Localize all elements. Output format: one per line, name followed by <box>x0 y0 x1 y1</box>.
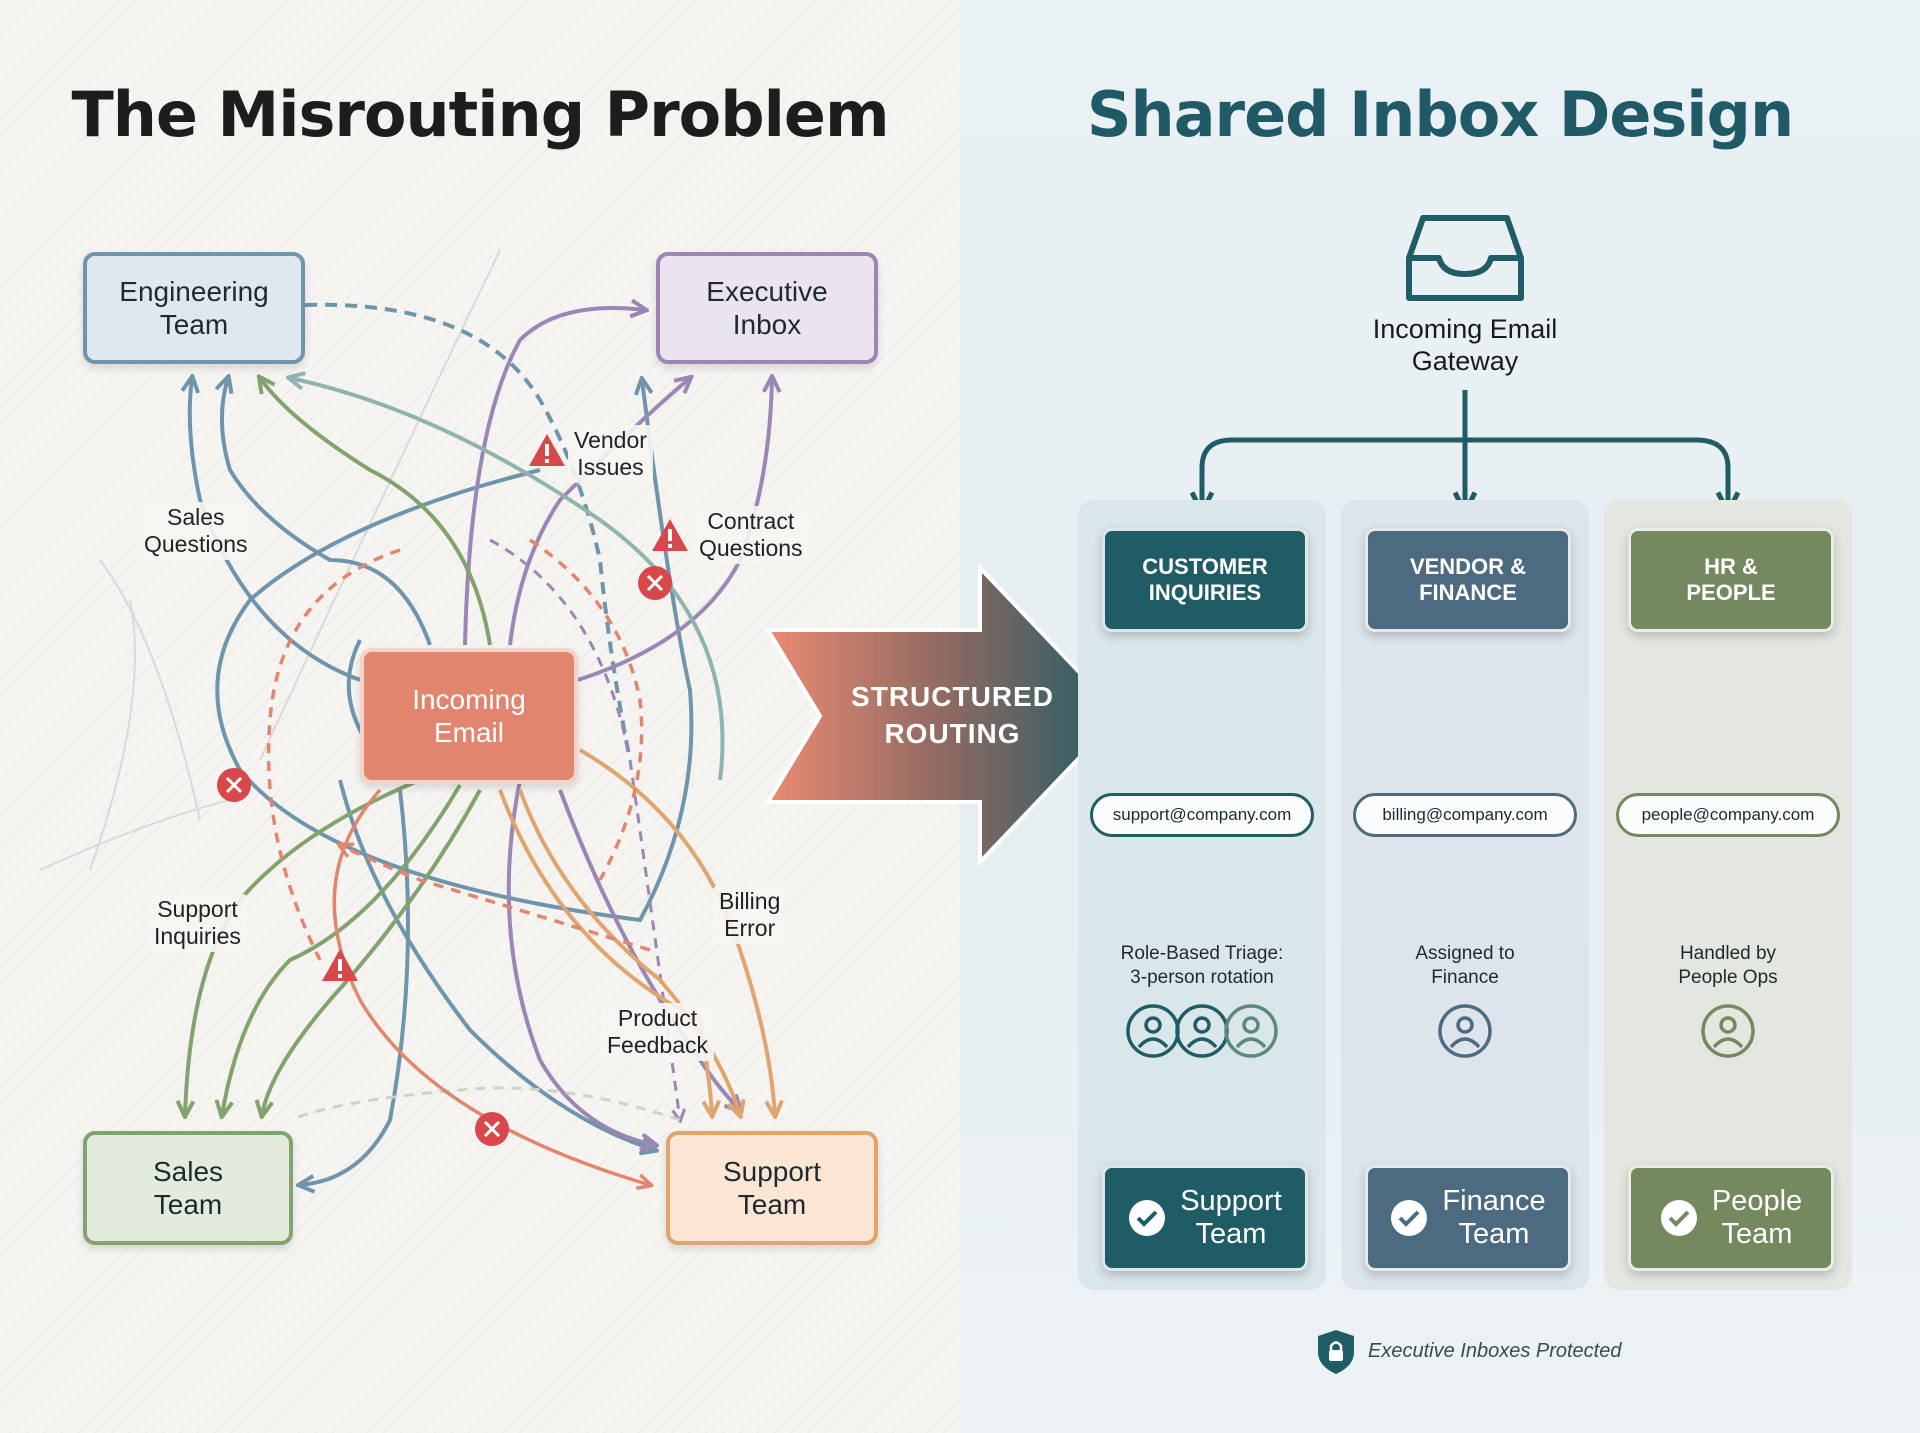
label-contract-questions: Contract Questions <box>693 506 809 564</box>
gateway-label: Incoming Email Gateway <box>1372 314 1558 376</box>
finance-team-destination-label: Finance Team <box>1442 1185 1546 1250</box>
customer-inquiries-header: CUSTOMER INQUIRIES <box>1102 528 1308 632</box>
support-team-destination-label: Support Team <box>1180 1185 1282 1250</box>
label-sales-questions: Sales Questions <box>138 502 254 560</box>
label-billing-error: Billing Error <box>713 886 787 944</box>
billing-email-address: billing@company.com <box>1353 793 1577 837</box>
warning-icon <box>529 434 565 466</box>
incoming-email-node: Incoming Email <box>360 648 578 784</box>
misrouting-title: The Misrouting Problem <box>71 78 889 151</box>
warning-icon <box>652 519 688 551</box>
executive-inbox-label: Executive Inbox <box>706 276 828 340</box>
sales-team-label: Sales Team <box>152 1156 224 1220</box>
label-vendor-issues: Vendor Issues <box>568 425 653 483</box>
people-email-address: people@company.com <box>1616 793 1840 837</box>
sales-team-node: Sales Team <box>83 1131 293 1245</box>
check-circle-icon <box>1129 1200 1166 1236</box>
incoming-email-label: Incoming Email <box>412 684 526 748</box>
error-x-icon <box>475 1112 509 1146</box>
finance-team-destination: Finance Team <box>1365 1165 1571 1271</box>
executive-inbox-node: Executive Inbox <box>656 252 878 364</box>
people-team-destination: People Team <box>1628 1165 1834 1271</box>
support-team-node: Support Team <box>666 1131 878 1245</box>
support-email-address: support@company.com <box>1090 793 1314 837</box>
executive-protected-label: Executive Inboxes Protected <box>1368 1340 1622 1362</box>
error-x-icon <box>217 768 251 802</box>
people-team-destination-label: People Team <box>1711 1185 1803 1250</box>
vendor-step-text: Assigned to Finance <box>1415 943 1515 988</box>
error-x-icon <box>638 566 672 600</box>
engineering-team-label: Engineering Team <box>119 276 269 340</box>
support-team-destination: Support Team <box>1102 1165 1308 1271</box>
inbox-tray-icon <box>1406 215 1524 301</box>
user-group-icon <box>1126 1004 1278 1058</box>
shared-inbox-title: Shared Inbox Design <box>1086 78 1794 151</box>
check-circle-icon <box>1660 1200 1697 1236</box>
label-product-feedback: Product Feedback <box>601 1003 715 1061</box>
support-team-label: Support Team <box>722 1156 822 1220</box>
user-icon <box>1701 1004 1755 1058</box>
hr-people-header: HR & PEOPLE <box>1628 528 1834 632</box>
warning-icon <box>322 949 358 981</box>
check-circle-icon <box>1391 1200 1428 1236</box>
label-support-inquiries: Support Inquiries <box>148 894 247 952</box>
customer-step-text: Role-Based Triage: 3-person rotation <box>1120 943 1284 988</box>
structured-routing-label: STRUCTURED ROUTING <box>851 681 1054 749</box>
engineering-team-node: Engineering Team <box>83 252 305 364</box>
vendor-finance-header: VENDOR & FINANCE <box>1365 528 1571 632</box>
user-icon <box>1438 1004 1492 1058</box>
hr-step-text: Handled by People Ops <box>1678 943 1778 988</box>
shield-lock-icon <box>1318 1330 1354 1374</box>
